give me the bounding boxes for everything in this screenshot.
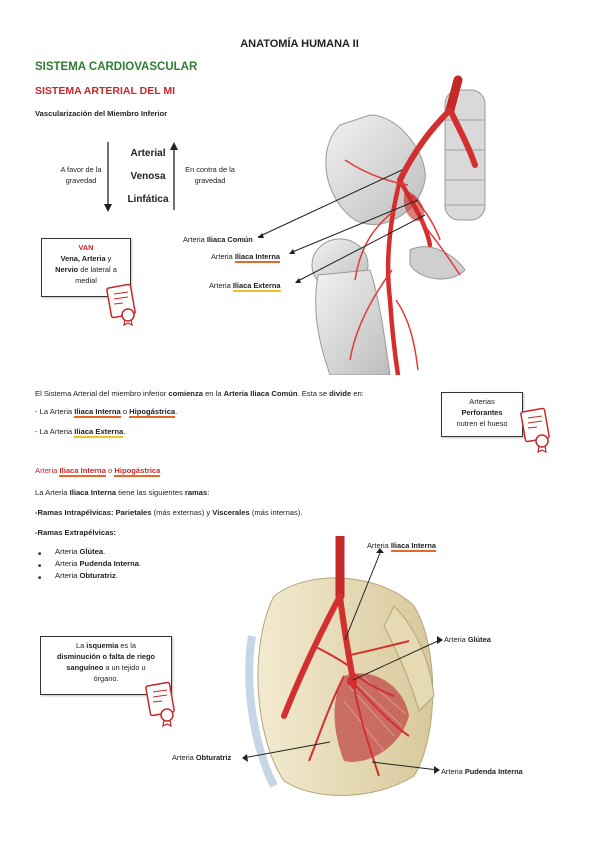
label-fig2-obturatriz: Arteria Obturatriz (172, 753, 232, 762)
sec2-ramas-paragraph: La Arteria Iliaca Interna tiene las sigu… (35, 488, 210, 497)
van-note-box: VAN Vena, Arteria y Nervio de lateral a … (41, 238, 131, 297)
down-arrow-icon (104, 142, 112, 212)
flow-diagram: A favor de la gravedad Arterial Venosa L… (40, 140, 240, 220)
label-iliaca-interna: Arteria Iliaca Interna (211, 252, 281, 263)
pelvis-artery-illustration (311, 75, 486, 375)
flow-item-linfatica: Linfática (127, 194, 169, 205)
list-item: Arteria Pudenda Interna. (38, 558, 141, 572)
list-item: Arteria Obturatriz. (38, 570, 141, 584)
flow-item-venosa: Venosa (130, 171, 166, 182)
pelvis-sagittal-illustration (245, 536, 435, 796)
list-item-interna: - La Arteria Iliaca Interna o Hipogástri… (35, 407, 178, 418)
label-iliaca-externa: Arteria Iliaca Externa (209, 281, 281, 292)
sec2-intrapelvicas: -Ramas Intrapélvicas: Parietales (más ex… (35, 508, 303, 517)
label-fig2-glutea: Arteria Glútea (444, 635, 491, 644)
sec2-heading: Arteria Iliaca Interna o Hipogástrica (35, 466, 161, 477)
perforantes-note-box: Arterias Perforantes nutren el hueso (441, 392, 523, 437)
page-title: ANATOMÍA HUMANA II (240, 38, 359, 50)
sec2-extrapelvicas: -Ramas Extrapélvicas: (35, 528, 117, 537)
certificate-icon (520, 407, 550, 454)
label-fig2-pudenda: Arteria Pudenda Interna (441, 767, 523, 776)
list-item-externa: - La Arteria Iliaca Externa. (35, 427, 126, 438)
subsection-heading: SISTEMA ARTERIAL DEL MI (35, 85, 176, 97)
vascularization-heading: Vascularización del Miembro Inferior (35, 109, 168, 118)
certificate-icon (145, 681, 175, 728)
label-iliaca-comun: Arteria Iliaca Común (183, 235, 253, 244)
label-fig2-iliaca-interna: Arteria Iliaca Interna (367, 541, 437, 552)
section-heading: SISTEMA CARDIOVASCULAR (35, 61, 198, 73)
flow-right-label: En contra de la gravedad (185, 165, 235, 185)
intro-paragraph: El Sistema Arterial del miembro inferior… (35, 389, 364, 398)
flow-left-label: A favor de la gravedad (60, 165, 102, 185)
extrapelvic-list: Arteria Glútea. Arteria Pudenda Interna.… (38, 546, 141, 584)
list-item: Arteria Glútea. (38, 546, 141, 560)
flow-item-arterial: Arterial (130, 148, 166, 159)
certificate-icon (106, 283, 136, 326)
up-arrow-icon (170, 142, 178, 210)
